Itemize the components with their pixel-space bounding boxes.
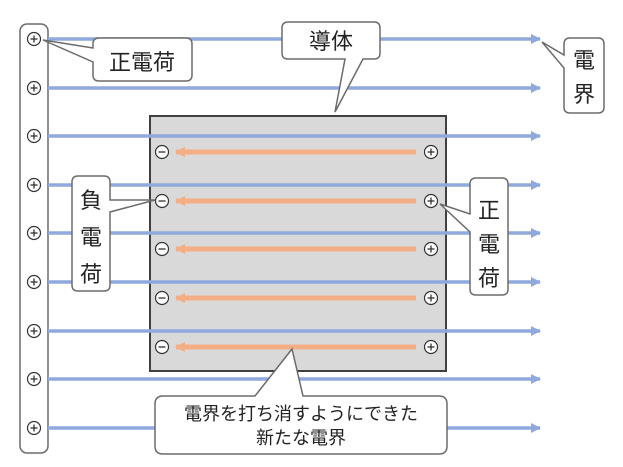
- positive-char-2: 電: [478, 233, 500, 258]
- negative-char-1: 負: [80, 189, 102, 214]
- positive-charge-label: 正 電 荷: [478, 199, 500, 292]
- positive-charge: [423, 193, 439, 209]
- plate-plus-charge: [26, 420, 42, 436]
- conductor-label: 導体: [309, 30, 353, 55]
- positive-plate-label: 正電荷: [109, 51, 175, 76]
- callout-electric-field: [541, 37, 605, 114]
- plate-plus-charge: [26, 80, 42, 96]
- induced-field-lines: [175, 147, 416, 352]
- negative-char-3: 荷: [80, 263, 102, 288]
- negative-charge: [154, 144, 170, 160]
- positive-char-3: 荷: [478, 267, 500, 292]
- plate-charges: [26, 31, 42, 436]
- negative-charge: [154, 193, 170, 209]
- conductor-charges: [154, 144, 439, 355]
- negative-char-2: 電: [80, 226, 102, 251]
- plate-plus-charge: [26, 31, 42, 47]
- conductor: [149, 115, 447, 372]
- negative-charge: [154, 290, 170, 306]
- positive-charge: [423, 144, 439, 160]
- positive-charge: [423, 241, 439, 257]
- callout-induced-field: [154, 347, 448, 455]
- positive-charge: [423, 290, 439, 306]
- negative-charge-label: 負 電 荷: [80, 189, 102, 288]
- negative-charge: [154, 339, 170, 355]
- callout-conductor: [281, 21, 381, 113]
- negative-charge: [154, 241, 170, 257]
- callout-negative-charge: [71, 175, 156, 292]
- positive-charge: [423, 339, 439, 355]
- plate-plus-charge: [26, 323, 42, 339]
- plate-plus-charge: [26, 274, 42, 290]
- callout-positive-plate: [42, 37, 193, 82]
- plate-plus-charge: [26, 128, 42, 144]
- induced-field-text-line2: 新たな電界: [256, 428, 346, 449]
- positive-char-1: 正: [478, 199, 500, 224]
- plate-plus-charge: [26, 371, 42, 387]
- plate-plus-charge: [26, 177, 42, 193]
- callout-positive-charge: [439, 177, 509, 296]
- plate-plus-charge: [26, 225, 42, 241]
- electric-field-label: 電界: [573, 49, 595, 108]
- induced-field-text-line1: 電界を打ち消すようにできた: [184, 404, 418, 425]
